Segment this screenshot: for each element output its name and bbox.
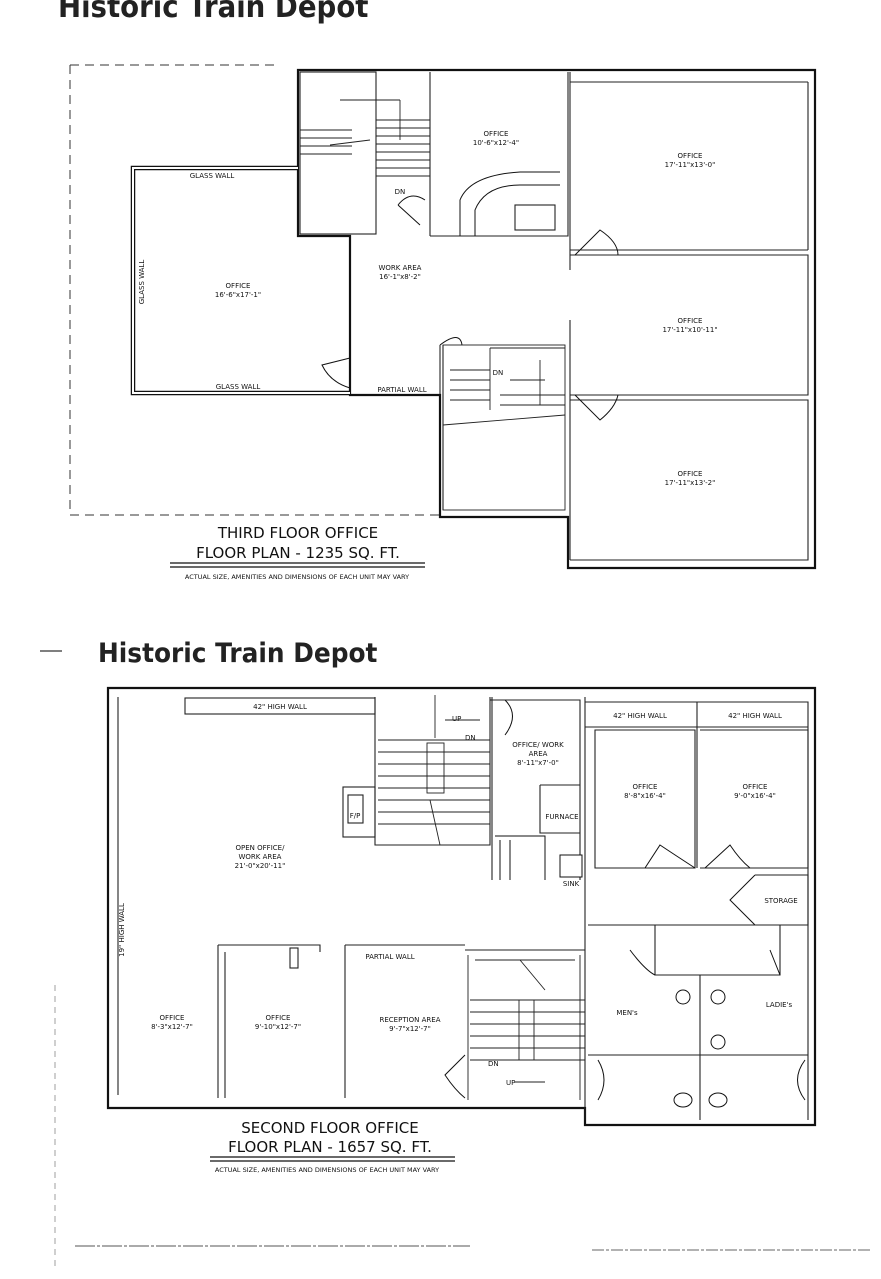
room-name: OFFICE xyxy=(266,1014,291,1022)
room-name: OFFICE/ WORK xyxy=(512,741,564,749)
door-swing xyxy=(644,844,751,869)
room-dims: 9'-0"x16'-4" xyxy=(734,792,776,800)
room-name: OFFICE xyxy=(678,152,703,160)
label-glass-wall-bottom: GLASS WALL xyxy=(216,383,261,391)
room-dims: 10'-6"x12'-4" xyxy=(473,139,519,147)
room-dims: 9'-7"x12'-7" xyxy=(389,1025,431,1033)
second-floor-plan: 42" HIGH WALL 42" HIGH WALL 42" HIGH WAL… xyxy=(106,686,817,1174)
floor-disclaimer: ACTUAL SIZE, AMENITIES AND DIMENSIONS OF… xyxy=(215,1166,439,1174)
toilet xyxy=(673,1092,693,1108)
third-floor-outer-wall xyxy=(296,68,817,570)
floor-disclaimer: ACTUAL SIZE, AMENITIES AND DIMENSIONS OF… xyxy=(185,573,409,581)
label-up: UP xyxy=(452,715,461,723)
label-partial-wall: PARTIAL WALL xyxy=(377,386,426,394)
page-title-bottom: Historic Train Depot xyxy=(98,638,378,669)
floor-caption-title: THIRD FLOOR OFFICE xyxy=(217,524,378,542)
toilet xyxy=(675,989,691,1005)
label-high-wall: 42" HIGH WALL xyxy=(613,712,667,720)
floor-caption-title: SECOND FLOOR OFFICE xyxy=(241,1119,419,1137)
room-name: OFFICE xyxy=(633,783,658,791)
page-title-top: Historic Train Depot xyxy=(58,0,369,25)
label-high-wall-side: 19" HIGH WALL xyxy=(118,903,126,957)
room-name: AREA xyxy=(529,750,548,758)
floor-caption-area: FLOOR PLAN - 1235 SQ. FT. xyxy=(196,544,400,562)
room-dims: 9'-10"x12'-7" xyxy=(255,1023,301,1031)
room-name: OFFICE xyxy=(484,130,509,138)
room-dims: 16'-1"x8'-2" xyxy=(379,273,421,281)
room-name: OFFICE xyxy=(678,470,703,478)
door-swing xyxy=(574,394,619,421)
door-swing xyxy=(574,229,619,256)
label-up: UP xyxy=(506,1079,515,1087)
label-partial-wall: PARTIAL WALL xyxy=(365,953,414,961)
toilet xyxy=(710,1034,726,1050)
glass-wall xyxy=(130,165,350,396)
room-dims: 8'-3"x12'-7" xyxy=(151,1023,193,1031)
label-sink: SINK xyxy=(563,880,580,888)
room-name: OFFICE xyxy=(160,1014,185,1022)
toilet xyxy=(708,1092,728,1108)
fireplace xyxy=(342,786,376,838)
third-floor-plan: GLASS WALL GLASS WALL GLASS WALL PARTIAL… xyxy=(69,64,817,581)
room-dims: 17'-11"x10'-11" xyxy=(662,326,717,334)
room-dims: 8'-11"x7'-0" xyxy=(517,759,559,767)
room-name: OFFICE xyxy=(678,317,703,325)
room-dims: 21'-0"x20'-11" xyxy=(235,862,286,870)
room-dims: 16'-6"x17'-1" xyxy=(215,291,261,299)
label-storage: STORAGE xyxy=(764,897,797,905)
door-swing xyxy=(729,874,756,926)
room-dims: 8'-8"x16'-4" xyxy=(624,792,666,800)
room-name: WORK AREA xyxy=(379,264,422,272)
sink-fixture xyxy=(559,854,583,878)
room-name: OFFICE xyxy=(226,282,251,290)
label-dn: DN xyxy=(395,188,406,196)
second-floor-outer-wall xyxy=(106,686,817,1127)
room-name: OFFICE xyxy=(743,783,768,791)
room-name: OPEN OFFICE/ xyxy=(236,844,286,852)
room-name: WORK AREA xyxy=(239,853,282,861)
label-high-wall: 42" HIGH WALL xyxy=(728,712,782,720)
door-swing xyxy=(321,357,351,389)
label-glass-wall-side: GLASS WALL xyxy=(138,260,146,305)
room-name: RECEPTION AREA xyxy=(380,1016,441,1024)
second-floor-stairs-lower xyxy=(465,949,585,1100)
room-dims: 17'-11"x13'-2" xyxy=(665,479,716,487)
door-swing xyxy=(397,195,426,226)
label-furnace: FURNACE xyxy=(545,813,578,821)
third-floor-stairs-upper xyxy=(300,99,430,177)
room-dims: 17'-11"x13'-0" xyxy=(665,161,716,169)
toilet xyxy=(710,989,726,1005)
floor-caption-area: FLOOR PLAN - 1657 SQ. FT. xyxy=(228,1138,432,1156)
label-fireplace: F/P xyxy=(350,812,361,820)
label-glass-wall-top: GLASS WALL xyxy=(190,172,235,180)
label-dn: DN xyxy=(488,1060,499,1068)
third-floor-stairs-lower xyxy=(442,344,566,511)
label-high-wall: 42" HIGH WALL xyxy=(253,703,307,711)
label-dn: DN xyxy=(493,369,504,377)
curved-wall xyxy=(459,171,560,236)
label-dn: DN xyxy=(465,734,476,742)
label-ladies: LADIE's xyxy=(766,1001,793,1009)
label-mens: MEN's xyxy=(616,1009,638,1017)
second-floor-stairs-upper xyxy=(378,695,490,846)
third-floor-dashed-boundary xyxy=(69,64,440,516)
